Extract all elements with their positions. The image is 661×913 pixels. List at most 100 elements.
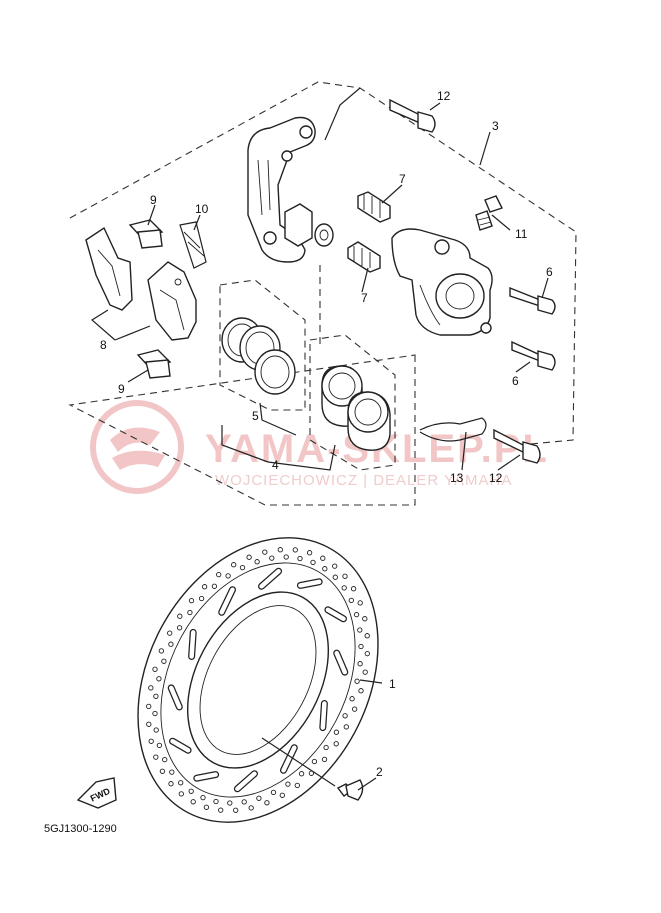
disc-hole <box>158 648 165 654</box>
disc-hole <box>148 738 154 744</box>
disc-hole <box>279 792 285 798</box>
disc-hole <box>156 676 162 682</box>
callout-labels: 12 3 7 11 9 10 7 6 8 9 6 5 4 13 12 1 2 <box>100 89 553 779</box>
disc-hole <box>333 729 340 735</box>
callout-2: 2 <box>376 765 383 779</box>
disc-hole <box>162 756 168 763</box>
disc-hole <box>201 584 208 590</box>
disc-hole <box>333 741 339 747</box>
seal-kit-boundary <box>219 279 306 411</box>
disc-hole <box>153 693 159 699</box>
caliper-bolt-lower <box>511 340 556 371</box>
callout-12-lower: 12 <box>489 471 503 485</box>
disc-hole <box>211 583 218 589</box>
disc-hole <box>225 573 231 579</box>
disc-hole <box>358 688 364 694</box>
disc-hole <box>231 562 237 568</box>
disc-hole <box>294 782 300 789</box>
disc-hole <box>320 555 326 561</box>
pin-boot-lower <box>347 241 381 273</box>
disc-hole <box>350 586 357 592</box>
pistons <box>321 365 391 451</box>
bracket-bolt-lower <box>493 428 541 464</box>
callout-6-upper: 6 <box>546 265 553 279</box>
disc-hole <box>349 696 355 702</box>
disc-bolt <box>336 779 364 801</box>
disc-slot-inner <box>298 579 322 588</box>
disc-hole <box>264 800 270 806</box>
disc-hole <box>187 609 193 616</box>
disc-slot-inner <box>194 772 218 781</box>
forward-arrow <box>76 777 117 809</box>
bracket-bolt-upper <box>389 98 436 133</box>
disc-hole <box>176 625 183 631</box>
callout-1: 1 <box>389 677 396 691</box>
disc-mount-slots <box>167 567 349 793</box>
disc-hole <box>246 554 252 560</box>
disc-hole <box>168 641 174 647</box>
disc-hole <box>216 571 222 578</box>
disc-hole <box>353 611 360 618</box>
disc-hole <box>323 744 329 751</box>
callout-7-upper: 7 <box>399 172 406 186</box>
caliper-bracket <box>247 116 316 263</box>
disc-hole <box>227 800 233 806</box>
disc-hole <box>341 585 347 591</box>
disc-hole <box>362 616 368 622</box>
pad-spring <box>179 221 207 269</box>
disc-hole <box>332 574 338 580</box>
disc-slot-inner <box>189 630 196 659</box>
disc-hole <box>358 643 364 650</box>
disc-hole <box>343 724 349 730</box>
disc-hole <box>213 798 219 805</box>
disc-hole <box>153 754 159 760</box>
caliper-assembly-boundary <box>68 81 577 506</box>
disc-hole <box>239 564 246 571</box>
disc-slot-inner <box>325 607 346 622</box>
drawing-code: 5GJ1300-1290 <box>44 823 117 835</box>
disc-hole <box>322 566 328 572</box>
disc-hole <box>292 547 298 553</box>
disc-hole <box>269 555 275 561</box>
disc-hole <box>167 630 173 636</box>
disc-slot-inner <box>320 701 327 730</box>
disc-hole <box>177 613 183 619</box>
disc-hole <box>156 742 163 749</box>
callout-8: 8 <box>100 338 107 352</box>
caliper-body <box>391 228 493 336</box>
disc-hole <box>351 706 358 712</box>
disc-hole <box>254 559 260 565</box>
bleed-screw <box>475 195 503 231</box>
disc-hole <box>277 547 283 553</box>
disc-hole <box>178 791 184 797</box>
callout-13: 13 <box>450 471 464 485</box>
disc-hole <box>283 554 289 560</box>
pad-shim-upper <box>128 219 164 249</box>
callout-7-lower: 7 <box>361 291 368 305</box>
pad-shim-lower <box>136 349 172 379</box>
disc-hole <box>152 666 158 672</box>
disc-hole <box>262 549 268 555</box>
disc-hole <box>342 573 348 579</box>
disc-drill-holes <box>146 547 370 813</box>
leader-lines <box>90 87 549 791</box>
disc-hole <box>146 703 152 710</box>
disc-hole <box>357 600 363 606</box>
watermark-subtitle: WOJCIECHOWICZ | DEALER YAMAHA <box>215 472 512 489</box>
disc-hole <box>168 781 174 787</box>
disc-hole <box>270 789 277 796</box>
disc-hole <box>332 563 338 569</box>
disc-hole <box>159 768 166 774</box>
callout-10: 10 <box>195 202 209 216</box>
disc-slot-inner <box>168 685 182 710</box>
disc-hole <box>200 794 206 801</box>
disc-hole <box>169 769 175 775</box>
brake-disc <box>137 537 379 823</box>
disc-slot-inner <box>281 745 297 773</box>
disc-hole <box>354 678 360 684</box>
callout-5: 5 <box>252 409 259 423</box>
disc-hole <box>241 799 247 805</box>
disc-hole <box>285 781 291 787</box>
disc-hole <box>153 727 159 733</box>
